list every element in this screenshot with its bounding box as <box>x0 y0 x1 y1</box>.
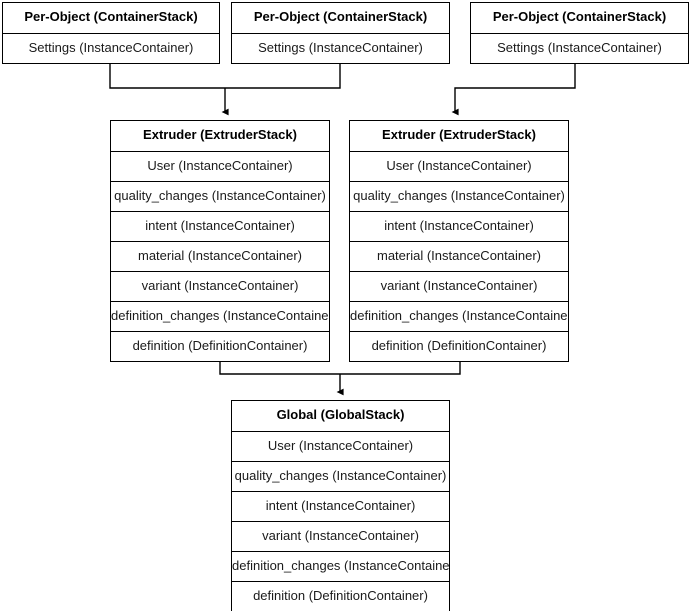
node-row-intent: intent (InstanceContainer) <box>111 211 329 241</box>
node-row-definition: definition (DefinitionContainer) <box>111 331 329 361</box>
node-row-definition: definition (DefinitionContainer) <box>350 331 568 361</box>
node-row-material: material (InstanceContainer) <box>111 241 329 271</box>
node-row-quality-changes: quality_changes (InstanceContainer) <box>350 181 568 211</box>
node-header: Per-Object (ContainerStack) <box>3 3 219 33</box>
node-row-quality-changes: quality_changes (InstanceContainer) <box>232 461 449 491</box>
node-row-user: User (InstanceContainer) <box>111 151 329 181</box>
node-row-quality-changes: quality_changes (InstanceContainer) <box>111 181 329 211</box>
edge-extruders-to-global <box>219 360 461 396</box>
node-row-definition-changes: definition_changes (InstanceContainer) <box>350 301 568 331</box>
node-per-object-3[interactable]: Per-Object (ContainerStack) Settings (In… <box>470 2 689 64</box>
node-row-definition: definition (DefinitionContainer) <box>232 581 449 611</box>
node-header: Per-Object (ContainerStack) <box>232 3 449 33</box>
node-row-variant: variant (InstanceContainer) <box>111 271 329 301</box>
edge-perobject1-to-extruder1 <box>109 62 341 116</box>
node-row-variant: variant (InstanceContainer) <box>232 521 449 551</box>
node-extruder-1[interactable]: Extruder (ExtruderStack) User (InstanceC… <box>110 120 330 362</box>
node-row-variant: variant (InstanceContainer) <box>350 271 568 301</box>
node-row-intent: intent (InstanceContainer) <box>350 211 568 241</box>
node-row-definition-changes: definition_changes (InstanceContainer) <box>232 551 449 581</box>
node-row-settings: Settings (InstanceContainer) <box>232 33 449 63</box>
node-row-settings: Settings (InstanceContainer) <box>3 33 219 63</box>
edge-perobject3-to-extruder2 <box>451 62 576 116</box>
node-header: Extruder (ExtruderStack) <box>111 121 329 151</box>
node-per-object-1[interactable]: Per-Object (ContainerStack) Settings (In… <box>2 2 220 64</box>
node-row-intent: intent (InstanceContainer) <box>232 491 449 521</box>
node-global[interactable]: Global (GlobalStack) User (InstanceConta… <box>231 400 450 611</box>
node-row-definition-changes: definition_changes (InstanceContainer) <box>111 301 329 331</box>
node-row-settings: Settings (InstanceContainer) <box>471 33 688 63</box>
node-row-material: material (InstanceContainer) <box>350 241 568 271</box>
node-header: Global (GlobalStack) <box>232 401 449 431</box>
node-extruder-2[interactable]: Extruder (ExtruderStack) User (InstanceC… <box>349 120 569 362</box>
node-per-object-2[interactable]: Per-Object (ContainerStack) Settings (In… <box>231 2 450 64</box>
node-row-user: User (InstanceContainer) <box>350 151 568 181</box>
node-header: Per-Object (ContainerStack) <box>471 3 688 33</box>
node-row-user: User (InstanceContainer) <box>232 431 449 461</box>
node-header: Extruder (ExtruderStack) <box>350 121 568 151</box>
